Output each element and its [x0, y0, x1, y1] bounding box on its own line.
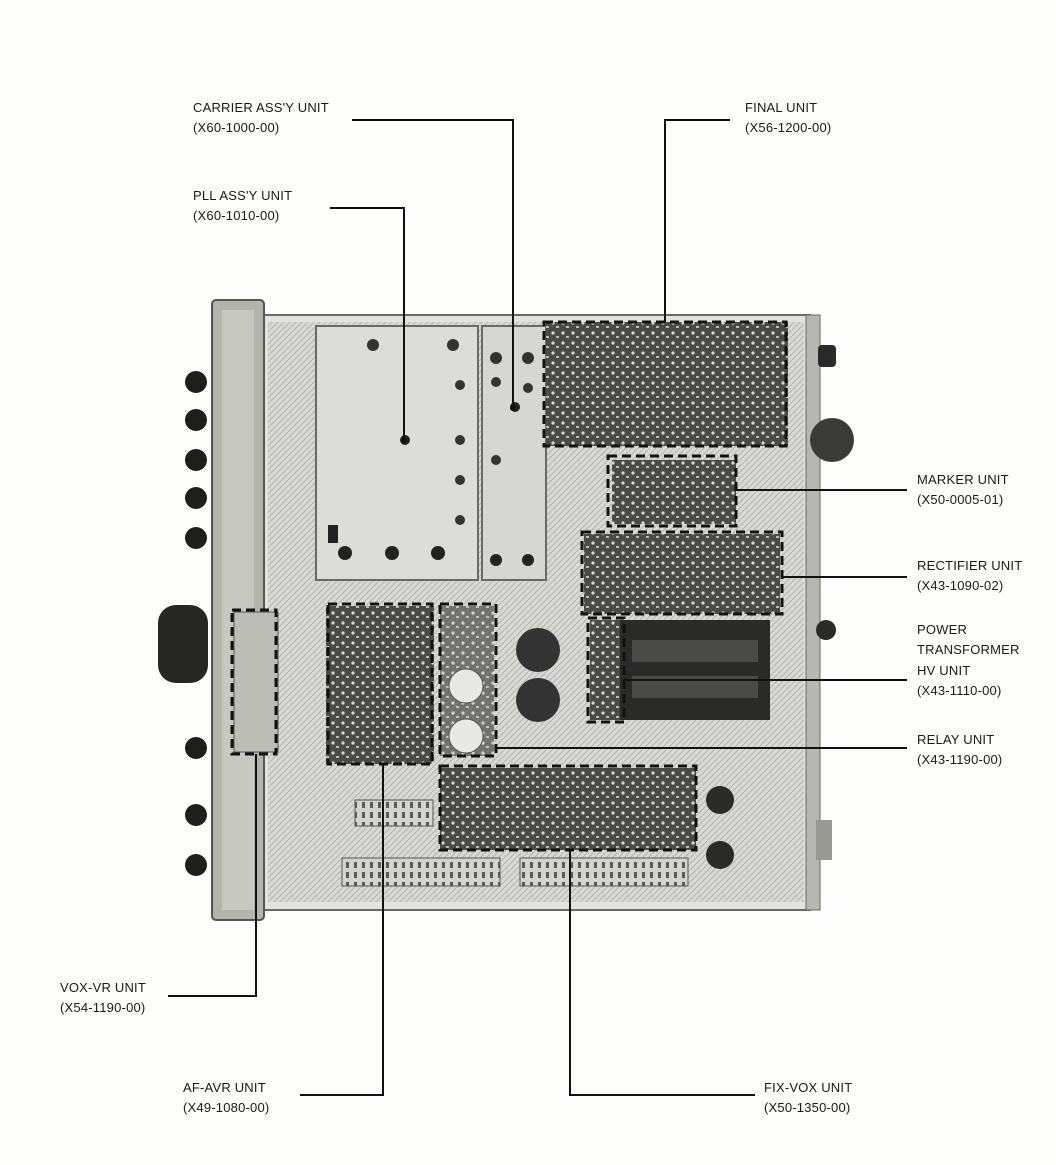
front-knobs: [158, 371, 208, 876]
label-marker-name: MARKER UNIT: [917, 472, 1009, 487]
label-carrier-part: (X60-1000-00): [193, 120, 280, 135]
label-relay-part: (X43-1190-00): [917, 752, 1003, 767]
leader-lines: [168, 119, 907, 1096]
leader-fix-vox: [569, 850, 755, 1096]
label-power-transformer: POWER TRANSFORMER: [917, 620, 1020, 660]
label-vox-vr-part: (X54-1190-00): [60, 1000, 146, 1015]
label-af-avr-name: AF-AVR UNIT: [183, 1080, 266, 1095]
label-hv-unit: HV UNIT (X43-1110-00): [917, 661, 1002, 701]
rear-hardware: [805, 314, 854, 911]
label-carrier-unit: CARRIER ASS'Y UNIT (X60-1000-00): [193, 98, 329, 138]
label-vox-vr-unit: VOX-VR UNIT (X54-1190-00): [60, 978, 146, 1018]
label-final-name: FINAL UNIT: [745, 100, 818, 115]
fix-vox-unit-outline: [438, 764, 698, 852]
label-relay-name: RELAY UNIT: [917, 732, 995, 747]
leader-carrier: [352, 119, 514, 408]
relay-unit-outline: [438, 602, 498, 758]
label-fix-vox-part: (X50-1350-00): [764, 1100, 851, 1115]
rectifier-unit-outline: [580, 530, 784, 616]
label-carrier-name: CARRIER ASS'Y UNIT: [193, 100, 329, 115]
circuit-boards: [233, 322, 788, 850]
label-marker-unit: MARKER UNIT (X50-0005-01): [917, 470, 1009, 510]
label-power-line1: POWER: [917, 622, 968, 637]
label-rectifier-unit: RECTIFIER UNIT (X43-1090-02): [917, 556, 1022, 596]
edge-connectors: [341, 799, 689, 887]
label-af-avr-part: (X49-1080-00): [183, 1100, 270, 1115]
label-relay-unit: RELAY UNIT (X43-1190-00): [917, 730, 1002, 770]
label-marker-part: (X50-0005-01): [917, 492, 1004, 507]
vox-vr-unit-outline: [230, 608, 278, 756]
label-rectifier-part: (X43-1090-02): [917, 578, 1004, 593]
af-avr-unit-outline: [326, 602, 434, 766]
label-vox-vr-name: VOX-VR UNIT: [60, 980, 146, 995]
label-hv-name: HV UNIT: [917, 663, 971, 678]
label-hv-part: (X43-1110-00): [917, 683, 1002, 698]
leader-final: [664, 119, 730, 322]
label-final-unit: FINAL UNIT (X56-1200-00): [745, 98, 831, 138]
leader-end-dots: [401, 405, 516, 443]
label-power-line2: TRANSFORMER: [917, 642, 1020, 657]
label-af-avr-unit: AF-AVR UNIT (X49-1080-00): [183, 1078, 269, 1118]
pll-shield: [315, 325, 479, 581]
label-pll-name: PLL ASS'Y UNIT: [193, 188, 293, 203]
label-pll-unit: PLL ASS'Y UNIT (X60-1010-00): [193, 186, 292, 226]
label-pll-part: (X60-1010-00): [193, 208, 280, 223]
power-transformer-block: [448, 620, 770, 869]
hv-unit-outline: [586, 616, 626, 724]
leader-vox-vr: [168, 754, 257, 997]
label-final-part: (X56-1200-00): [745, 120, 832, 135]
label-rectifier-name: RECTIFIER UNIT: [917, 558, 1023, 573]
leader-af-avr: [300, 764, 384, 1096]
leader-pll: [330, 207, 405, 440]
label-fix-vox-unit: FIX-VOX UNIT (X50-1350-00): [764, 1078, 852, 1118]
label-fix-vox-name: FIX-VOX UNIT: [764, 1080, 853, 1095]
